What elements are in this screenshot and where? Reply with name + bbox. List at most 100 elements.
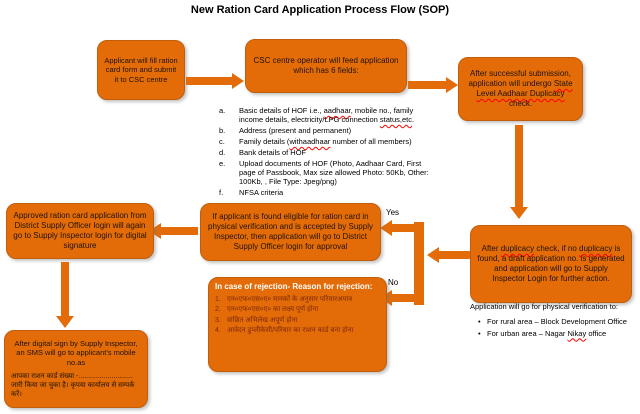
arrow-shaft <box>391 294 414 302</box>
flow-box-text: CSC centre operator will feed applicatio… <box>253 56 399 75</box>
flow-box-eligible-approval: If applicant is found eligible for ratio… <box>200 203 381 261</box>
list-item-text: Family details (withaadhaar number of al… <box>239 137 437 146</box>
spellcheck-underlined-text: status,etc <box>379 115 413 124</box>
arrow-eligible-to-approved <box>149 223 198 239</box>
list-item-text: Address (present and permanent) <box>239 126 437 135</box>
text-segment: check, if no <box>534 244 580 253</box>
flow-box-text: Applicant will fill ration card form and… <box>104 55 178 84</box>
physical-verification-list: • For rural area – Block Development Offi… <box>478 317 634 339</box>
list-item-text: Bank details of HOF <box>239 148 437 157</box>
arrow-shaft <box>160 227 198 235</box>
list-marker: • <box>478 316 481 326</box>
list-item: e. Upload documents of HOF (Photo, Aadhaa… <box>219 159 437 186</box>
list-item: a. Basic details of HOF i.e., aadhaar, mo… <box>219 106 437 124</box>
list-marker: e. <box>219 159 226 168</box>
spellcheck-underlined-text: Nikay <box>567 328 587 338</box>
text-segment: . <box>412 115 415 124</box>
list-marker: b. <box>219 126 226 135</box>
text-segment: , mobile no., family income details, ele… <box>239 106 414 124</box>
text-segment: Basic details of HOF i.e., <box>239 106 324 115</box>
physical-verification-note: Application will go for physical verific… <box>462 302 634 340</box>
text-segment: आवेदन डुप्लीकेसी/परिवार का राशन कार्ड बन… <box>227 327 354 335</box>
list-item-text: For rural area – Block Development Offic… <box>487 317 634 327</box>
list-marker: f. <box>219 188 224 197</box>
flow-box-text: Approved ration card application from Di… <box>13 211 147 250</box>
spellcheck-underlined-text: duplicacy <box>579 244 613 253</box>
list-marker: 3. <box>215 316 221 324</box>
list-item: c. Family details (withaadhaar number of … <box>219 137 437 146</box>
arrow-shaft <box>515 125 523 208</box>
flow-box-text: After duplicacy check, if no duplicacy i… <box>477 244 625 284</box>
text-segment: एन०एफ०एस०ए० मानकों के अनुसार परिवारअपात्… <box>227 296 353 303</box>
list-item: • For rural area – Block Development Offi… <box>478 317 634 327</box>
arrow-draft-to-branch <box>427 247 470 263</box>
arrowhead-down-icon <box>510 207 528 219</box>
list-item-text: एन०एफ०एस०ए० का लक्ष्य पूर्ण होना <box>227 306 380 314</box>
list-marker: 1. <box>215 296 221 303</box>
list-item-text: Basic details of HOF i.e., aadhaar, mobi… <box>239 106 437 124</box>
list-item: b. Address (present and permanent) <box>219 126 437 135</box>
arrowhead-right-icon <box>446 77 458 93</box>
text-segment: office <box>586 328 607 338</box>
flow-box-sms-notification: After digital sign by Supply Inspector, … <box>4 330 148 408</box>
text-segment: Family details ( <box>239 137 290 146</box>
sms-text-hindi: आपका राशन कार्ड संख्या -................… <box>11 372 135 399</box>
arrow-shaft <box>391 224 414 232</box>
text-segment: Address (present and permanent) <box>239 126 352 135</box>
branch-label-yes: Yes <box>386 208 400 217</box>
list-marker: 2. <box>215 306 221 314</box>
flow-box-text: If applicant is found eligible for ratio… <box>208 212 373 251</box>
list-item: 1. एन०एफ०एस०ए० मानकों के अनुसार परिवारअपा… <box>215 296 380 304</box>
arrowhead-down-icon <box>56 316 74 328</box>
list-item-text: आवेदन डुप्लीकेसी/परिवार का राशन कार्ड बन… <box>227 327 380 335</box>
list-marker: 4. <box>215 327 221 335</box>
arrow-shaft <box>61 262 69 317</box>
arrowhead-left-icon <box>427 247 439 263</box>
list-item-text: For urban area – Nagar Nikay office <box>487 329 634 339</box>
arrow-shaft <box>438 251 470 259</box>
list-marker: c. <box>219 137 225 146</box>
list-item-text: NFSA criteria <box>239 188 437 197</box>
list-item: • For urban area – Nagar Nikay office <box>478 329 634 339</box>
flow-box-applicant-submit: Applicant will fill ration card form and… <box>97 40 185 100</box>
flow-box-rejection-reasons: In case of rejection- Reason for rejecti… <box>208 277 387 372</box>
spellcheck-underlined-text: withaadhaar <box>289 137 331 146</box>
flow-box-csc-feed: CSC centre operator will feed applicatio… <box>245 39 407 93</box>
list-item-text: वांछित अभिलेख अपूर्ण होना <box>227 317 380 325</box>
text-segment: वांछित अभिलेख अपूर्ण होना <box>227 316 298 324</box>
arrow-approved-to-sms <box>56 262 74 328</box>
flow-box-approved-digital-signature: Approved ration card application from Di… <box>6 203 154 259</box>
text-segment: एन०एफ०एस०ए० का लक्ष्य पूर्ण होना <box>227 306 319 314</box>
list-item: f. NFSA criteria <box>219 188 437 197</box>
text-segment: For rural area – Block Development Offic… <box>487 316 627 326</box>
text-segment: check. <box>508 99 533 108</box>
list-item: d.Bank details of HOF <box>219 148 437 157</box>
text-segment: After successful submission, application… <box>468 69 571 88</box>
list-item-text: एन०एफ०एस०ए० मानकों के अनुसार परिवारअपात्… <box>227 296 380 304</box>
list-marker: • <box>478 328 481 338</box>
list-item: 2. एन०एफ०एस०ए० का लक्ष्य पूर्ण होना <box>215 306 380 314</box>
list-item-text: Upload documents of HOF (Photo, Aadhaar … <box>239 159 437 186</box>
text-segment: For urban area – Nagar <box>487 328 568 338</box>
arrow-csc-to-check <box>408 77 458 93</box>
branch-label-no: No <box>388 278 399 287</box>
arrow-yes <box>380 220 414 236</box>
arrow-shaft <box>408 81 447 89</box>
list-marker: a. <box>219 106 226 115</box>
flow-box-draft-application: After duplicacy check, if no duplicacy i… <box>470 225 632 303</box>
branch-connector-bar <box>414 222 424 305</box>
spellcheck-underlined-text: aadhaar <box>323 106 351 115</box>
text-segment: After <box>481 244 501 253</box>
list-item: 3. वांछित अभिलेख अपूर्ण होना <box>215 317 380 325</box>
physical-verification-header: Application will go for physical verific… <box>470 302 618 311</box>
text-segment: NFSA criteria <box>239 188 284 197</box>
spellcheck-underlined-text: State Level Aadhaar Duplicacy <box>476 79 573 98</box>
flow-box-text: After successful submission, application… <box>465 69 576 109</box>
text-segment: number of all members) <box>330 137 412 146</box>
list-item: 4. आवेदन डुप्लीकेसी/परिवार का राशन कार्ड … <box>215 327 380 335</box>
arrow-shaft <box>186 77 233 85</box>
arrow-check-to-draft <box>510 125 528 219</box>
rejection-reasons-list: 1. एन०एफ०एस०ए० मानकों के अनुसार परिवारअपा… <box>215 296 380 338</box>
arrow-apply-to-csc <box>186 73 244 89</box>
flow-box-aadhaar-duplicacy-check: After successful submission, application… <box>458 57 583 121</box>
